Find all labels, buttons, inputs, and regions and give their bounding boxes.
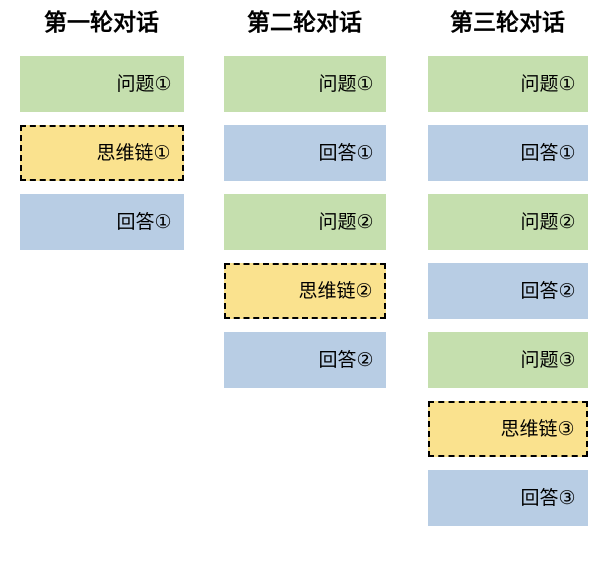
message-bubble-answer: 回答③ <box>427 470 588 526</box>
message-bubble-question: 问题③ <box>427 332 588 388</box>
dialogue-column-round-1: 第一轮对话 问题① 思维链① 回答① <box>0 0 203 569</box>
message-stack-round-2: 问题① 回答① 问题② 思维链② 回答② <box>203 56 406 401</box>
message-bubble-chain-of-thought: 思维链③ <box>427 401 588 457</box>
message-bubble-answer: 回答① <box>427 125 588 181</box>
message-bubble-answer: 回答② <box>223 332 386 388</box>
message-bubble-answer: 回答① <box>19 194 184 250</box>
message-stack-round-3: 问题① 回答① 问题② 回答② 问题③ 思维链③ 回答③ <box>406 56 609 539</box>
column-title-round-2: 第二轮对话 <box>247 9 362 35</box>
dialogue-column-round-2: 第二轮对话 问题① 回答① 问题② 思维链② 回答② <box>203 0 406 569</box>
message-bubble-question: 问题① <box>19 56 184 112</box>
message-bubble-question: 问题② <box>427 194 588 250</box>
column-title-round-3: 第三轮对话 <box>450 9 565 35</box>
message-bubble-question: 问题① <box>223 56 386 112</box>
message-stack-round-1: 问题① 思维链① 回答① <box>0 56 203 263</box>
message-bubble-chain-of-thought: 思维链② <box>223 263 386 319</box>
column-title-round-1: 第一轮对话 <box>44 9 159 35</box>
message-bubble-question: 问题② <box>223 194 386 250</box>
message-bubble-answer: 回答① <box>223 125 386 181</box>
message-bubble-answer: 回答② <box>427 263 588 319</box>
message-bubble-chain-of-thought: 思维链① <box>19 125 184 181</box>
message-bubble-question: 问题① <box>427 56 588 112</box>
dialogue-column-round-3: 第三轮对话 问题① 回答① 问题② 回答② 问题③ 思维链③ 回答③ <box>406 0 609 569</box>
